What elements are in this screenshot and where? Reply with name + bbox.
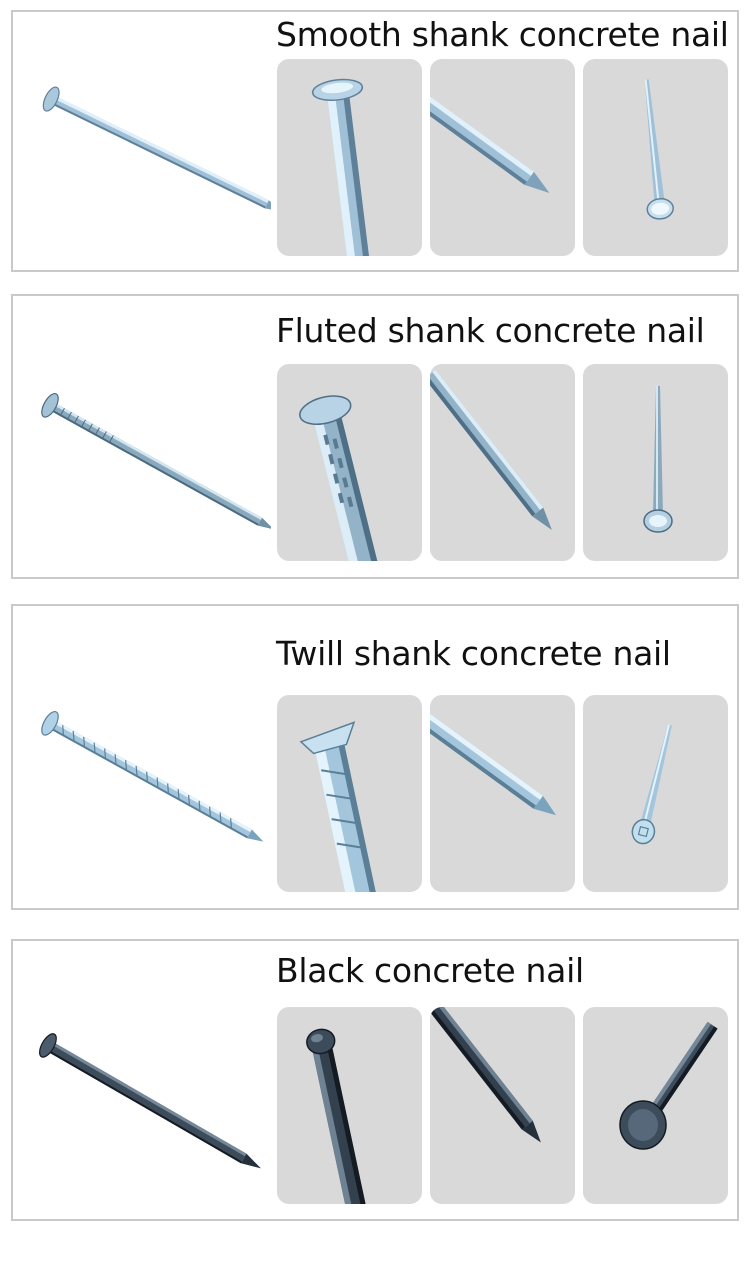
product-panel-fluted: Fluted shank concrete nail	[11, 294, 739, 579]
tip-closeup-photo	[430, 695, 575, 892]
head-closeup-photo	[277, 59, 422, 256]
panel-title: Fluted shank concrete nail	[276, 311, 705, 350]
detail-thumbnails	[277, 364, 728, 561]
head-top-photo	[583, 1007, 728, 1204]
tip-closeup-photo	[430, 1007, 575, 1204]
main-nail-photo	[21, 702, 271, 872]
panel-title: Twill shank concrete nail	[276, 634, 671, 673]
panel-title: Black concrete nail	[276, 951, 584, 990]
tip-closeup-photo	[430, 59, 575, 256]
head-closeup-photo	[277, 1007, 422, 1204]
main-nail-photo	[21, 382, 271, 552]
main-nail-photo	[21, 1024, 271, 1194]
head-closeup-photo	[277, 364, 422, 561]
product-panel-smooth: Smooth shank concrete nail	[11, 10, 739, 272]
detail-thumbnails	[277, 695, 728, 892]
head-closeup-photo	[277, 695, 422, 892]
panel-title: Smooth shank concrete nail	[276, 15, 729, 54]
product-panel-black: Black concrete nail	[11, 939, 739, 1221]
main-nail-photo	[21, 74, 271, 244]
head-top-photo	[583, 695, 728, 892]
detail-thumbnails	[277, 1007, 728, 1204]
detail-thumbnails	[277, 59, 728, 256]
head-top-photo	[583, 59, 728, 256]
head-top-photo	[583, 364, 728, 561]
tip-closeup-photo	[430, 364, 575, 561]
product-panel-twill: Twill shank concrete nail	[11, 604, 739, 910]
